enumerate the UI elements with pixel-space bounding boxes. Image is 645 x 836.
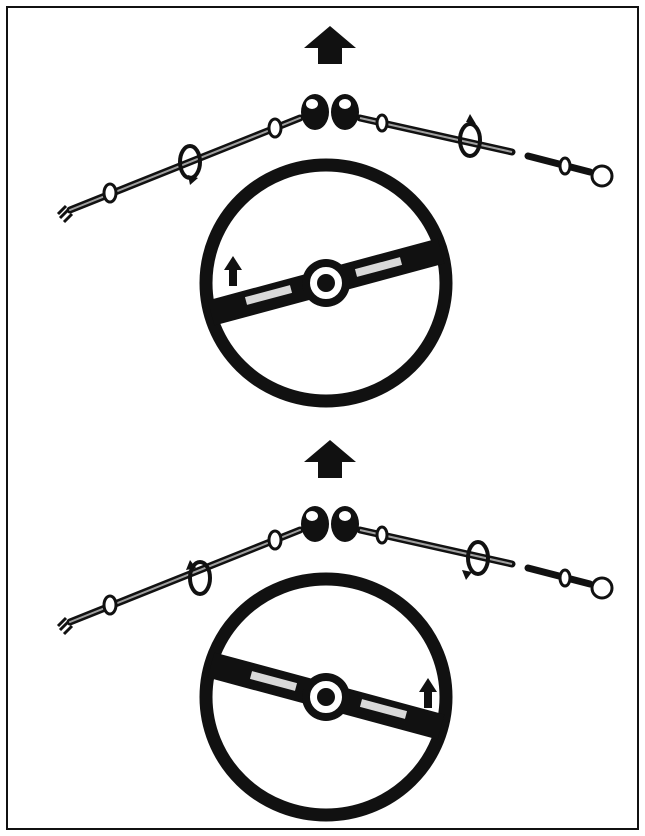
- top-panel: [58, 26, 612, 401]
- steering-wheel: [206, 579, 446, 815]
- up-arrow-icon: [304, 26, 356, 64]
- up-arrow-icon: [224, 256, 242, 286]
- rotation-arrow-icon: [186, 560, 210, 594]
- up-arrow-icon: [304, 440, 356, 478]
- bottom-panel: [58, 440, 612, 815]
- tie-rod-top: [58, 94, 612, 222]
- steering-wheel: [206, 165, 446, 401]
- tie-rod-bottom: [58, 506, 612, 634]
- up-arrow-icon: [419, 678, 437, 708]
- rotation-arrow-icon: [460, 114, 480, 156]
